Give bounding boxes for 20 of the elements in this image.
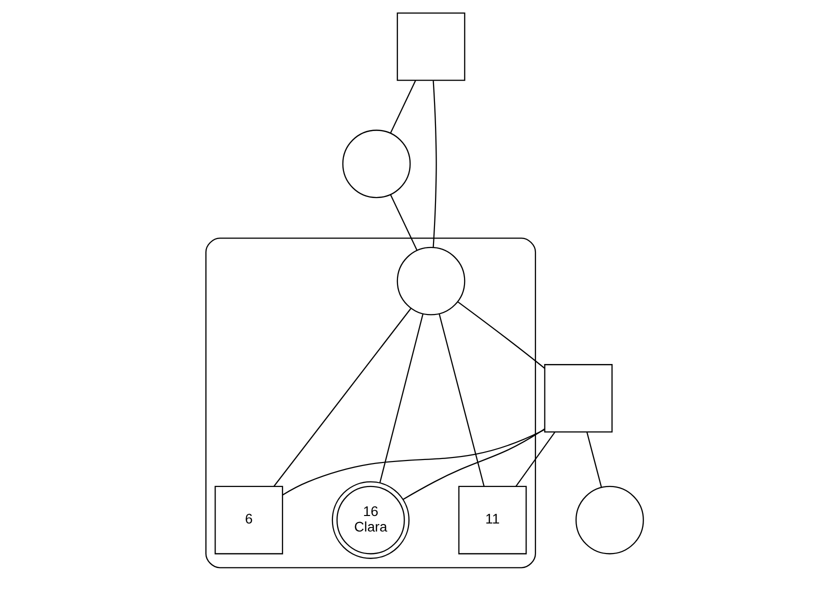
connector: [390, 80, 416, 134]
connector: [457, 301, 545, 369]
node-circle: [342, 130, 411, 198]
node-circle: [396, 246, 466, 316]
connector: [432, 80, 437, 248]
connector: [515, 432, 556, 487]
connector: [402, 428, 545, 500]
connector: [390, 194, 418, 251]
connector: [282, 429, 545, 496]
connector: [438, 314, 485, 487]
node-box: [396, 12, 466, 81]
connector: [586, 432, 602, 488]
connector: [274, 308, 412, 487]
node-box: [544, 364, 613, 432]
connector: [379, 314, 424, 484]
cluster: [205, 238, 536, 568]
node-circle: 16 Clara: [332, 481, 410, 559]
node-box: 11: [458, 486, 527, 554]
node-circle: [575, 486, 644, 554]
node-box: 6: [214, 486, 284, 554]
